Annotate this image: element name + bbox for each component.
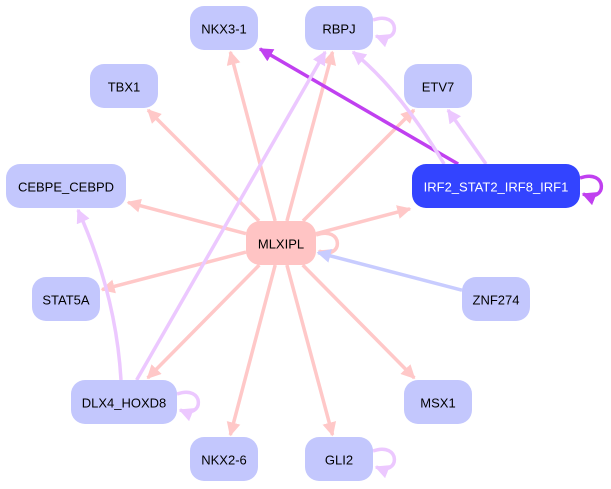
node-label: CEBPE_CEBPD	[18, 180, 114, 195]
node-irf2-stat2-irf8-irf1[interactable]: IRF2_STAT2_IRF8_IRF1	[412, 164, 580, 208]
edge-rbpj-to-rbpj	[372, 16, 397, 48]
edge-dlx4-hoxd8-to-cebpe-cebpd	[76, 208, 123, 381]
node-box[interactable]	[190, 437, 258, 481]
edge-mlxipl-to-tbx1	[146, 108, 261, 223]
edge-mlxipl-to-cebpe-cebpd	[126, 198, 247, 236]
node-label: STAT5A	[42, 293, 90, 308]
node-box[interactable]	[90, 64, 158, 108]
node-box[interactable]	[190, 6, 258, 50]
node-label: ZNF274	[473, 293, 520, 308]
node-label: MSX1	[420, 396, 455, 411]
node-label: TBX1	[108, 80, 141, 95]
node-box[interactable]	[404, 380, 472, 424]
node-label: MLXIPL	[258, 237, 304, 252]
node-tbx1[interactable]: TBX1	[90, 64, 158, 108]
node-box[interactable]	[462, 277, 530, 321]
node-znf274[interactable]: ZNF274	[462, 277, 530, 321]
edge-mlxipl-to-dlx4-hoxd8	[146, 263, 261, 380]
edge-dlx4-hoxd8-to-rbpj	[135, 50, 327, 381]
edge-mlxipl-to-irf2-stat2-irf8-irf1	[315, 205, 412, 236]
node-box[interactable]	[412, 164, 580, 208]
node-msx1[interactable]: MSX1	[404, 380, 472, 424]
edge-irf2-stat2-irf8-irf1-to-etv7	[446, 108, 488, 166]
node-label: DLX4_HOXD8	[82, 396, 167, 411]
node-box[interactable]	[305, 437, 373, 481]
node-stat5a[interactable]: STAT5A	[32, 277, 100, 321]
edge-irf2-stat2-irf8-irf1-to-rbpj	[351, 50, 446, 165]
edge-mlxipl-to-nkx2-6	[226, 264, 277, 437]
node-label: IRF2_STAT2_IRF8_IRF1	[424, 180, 569, 195]
edge-mlxipl-to-etv7	[301, 108, 416, 223]
edge-mlxipl-to-stat5a	[100, 250, 247, 294]
edge-mlxipl-to-rbpj	[285, 50, 337, 222]
node-label: ETV7	[422, 80, 455, 95]
node-gli2[interactable]: GLI2	[305, 437, 373, 481]
node-label: NKX3-1	[201, 22, 247, 37]
node-nkx2-6[interactable]: NKX2-6	[190, 437, 258, 481]
edge-mlxipl-to-nkx3-1	[226, 50, 277, 222]
node-box[interactable]	[404, 64, 472, 108]
node-label: GLI2	[325, 453, 353, 468]
node-rbpj[interactable]: RBPJ	[305, 6, 373, 50]
node-box[interactable]	[71, 380, 177, 424]
edge-irf2-stat2-irf8-irf1-to-irf2-stat2-irf8-irf1	[579, 174, 604, 206]
node-box[interactable]	[305, 6, 373, 50]
node-box[interactable]	[246, 221, 316, 265]
node-cebpe-cebpd[interactable]: CEBPE_CEBPD	[6, 164, 126, 208]
edge-mlxipl-to-msx1	[301, 263, 416, 380]
edge-mlxipl-to-mlxipl	[315, 231, 340, 263]
edge-znf274-to-mlxipl	[316, 249, 463, 292]
edge-mlxipl-to-gli2	[285, 264, 337, 437]
node-label: RBPJ	[322, 22, 355, 37]
node-mlxipl[interactable]: MLXIPL	[246, 221, 316, 265]
node-box[interactable]	[32, 277, 100, 321]
edge-irf2-stat2-irf8-irf1-to-nkx3-1	[258, 47, 460, 166]
node-label: NKX2-6	[201, 453, 247, 468]
edges-layer	[76, 16, 604, 479]
node-etv7[interactable]: ETV7	[404, 64, 472, 108]
edge-dlx4-hoxd8-to-dlx4-hoxd8	[176, 390, 201, 422]
edge-gli2-to-gli2	[372, 447, 397, 479]
node-dlx4-hoxd8[interactable]: DLX4_HOXD8	[71, 380, 177, 424]
node-box[interactable]	[6, 164, 126, 208]
node-nkx3-1[interactable]: NKX3-1	[190, 6, 258, 50]
